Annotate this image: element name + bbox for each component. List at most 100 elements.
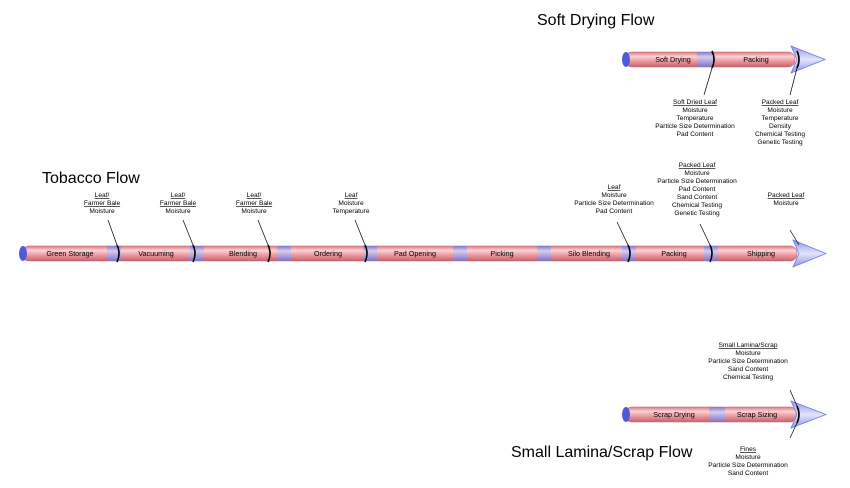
callout-line <box>789 229 800 246</box>
annotation-heading: Packed Leaf <box>768 192 805 199</box>
segment-divider <box>192 244 196 263</box>
annotation-heading: Leaf/ <box>247 192 262 199</box>
annotation-packed-leaf: Packed Leaf Moisture Temperature Density… <box>755 99 805 146</box>
segment-label: Packing <box>743 55 769 64</box>
scrap-flow-title: Small Lamina/Scrap Flow <box>511 444 693 461</box>
annotation-heading: Packed Leaf <box>762 99 799 106</box>
annotation-line: Genetic Testing <box>674 210 720 217</box>
annotation-line: Particle Size Determination <box>655 123 735 130</box>
segment-label: Green Storage <box>46 249 93 258</box>
soft-drying-pipe <box>622 45 827 74</box>
annotation-line: Moisture <box>684 170 710 177</box>
tobacco-pipe <box>19 239 828 268</box>
annotation-line: Chemical Testing <box>672 202 722 209</box>
scrap-pipe <box>622 400 828 429</box>
annotation-small-lamina-scrap: Small Lamina/Scrap Moisture Particle Siz… <box>708 342 788 381</box>
annotation-heading: Leaf <box>345 192 358 199</box>
annotation-leaf-farmer-bale: Leaf/ Farmer Bale Moisture <box>160 192 197 215</box>
annotation-heading: Leaf/ <box>171 192 186 199</box>
annotation-line: Moisture <box>338 200 364 207</box>
flow-arrowhead <box>790 400 828 429</box>
annotation-line: Moisture <box>735 350 761 357</box>
segment-divider <box>267 244 271 263</box>
annotation-leaf-farmer-bale: Leaf/ Farmer Bale Moisture <box>236 192 273 215</box>
annotation-line: Particle Size Determination <box>708 462 788 469</box>
tobacco-flow-title: Tobacco Flow <box>42 170 140 187</box>
callout-line <box>789 422 798 439</box>
callout-line <box>789 389 798 407</box>
segment-label: Silo Blending <box>568 249 610 258</box>
annotation-line: Farmer Bale <box>160 200 197 207</box>
segment-label: Vacuuming <box>138 249 173 258</box>
annotation-line: Particle Size Determination <box>574 200 654 207</box>
pipe-end-cap <box>19 246 27 261</box>
flow-arrowhead <box>792 239 828 268</box>
annotation-soft-dried-leaf: Soft Dried Leaf Moisture Temperature Par… <box>655 99 735 138</box>
annotation-line: Pad Content <box>679 186 716 193</box>
annotation-heading: Fines <box>740 446 757 453</box>
segment-label: Scrap Sizing <box>737 410 777 419</box>
segment-label: Scrap Drying <box>653 410 695 419</box>
annotation-line: Density <box>769 123 792 130</box>
annotation-line: Genetic Testing <box>757 139 803 146</box>
callout-line <box>107 219 118 246</box>
segment-label: Soft Drying <box>655 55 691 64</box>
segment-divider <box>796 405 800 424</box>
annotation-line: Moisture <box>767 107 793 114</box>
annotation-heading: Packed Leaf <box>679 162 716 169</box>
callout-line <box>703 67 713 96</box>
segment-divider <box>711 50 715 69</box>
annotation-line: Farmer Bale <box>84 200 121 207</box>
flow-arrowhead <box>790 45 827 74</box>
annotation-heading: Leaf/ <box>95 192 110 199</box>
callout-line <box>257 219 269 246</box>
annotation-line: Moisture <box>89 208 115 215</box>
segment-label: Ordering <box>314 249 342 258</box>
annotation-line: Pad Content <box>596 208 633 215</box>
segment-divider <box>796 50 800 69</box>
segment-divider <box>627 244 631 263</box>
annotation-line: Pad Content <box>677 131 714 138</box>
annotation-heading: Soft Dried Leaf <box>673 99 717 106</box>
annotation-line: Particle Size Determination <box>708 358 788 365</box>
segment-label: Pad Opening <box>394 249 436 258</box>
segment-label: Shipping <box>747 249 775 258</box>
annotation-line: Moisture <box>241 208 267 215</box>
annotation-leaf-farmer-bale: Leaf/ Farmer Bale Moisture <box>84 192 121 215</box>
annotation-line: Moisture <box>601 192 627 199</box>
callout-line <box>616 221 629 246</box>
callout-line <box>354 219 366 246</box>
annotation-line: Particle Size Determination <box>657 178 737 185</box>
soft-drying-flow-title: Soft Drying Flow <box>537 12 655 29</box>
annotation-leaf: Leaf Moisture Particle Size Determinatio… <box>574 184 654 215</box>
annotation-line: Chemical Testing <box>755 131 805 138</box>
pipe-end-cap <box>622 407 630 422</box>
annotation-line: Chemical Testing <box>723 374 773 381</box>
annotation-line: Sand Content <box>677 194 717 201</box>
annotation-packed-leaf: Packed Leaf Moisture Particle Size Deter… <box>657 162 737 217</box>
segment-label: Blending <box>229 249 257 258</box>
annotation-line: Moisture <box>735 454 761 461</box>
annotation-heading: Leaf <box>608 184 621 191</box>
annotation-line: Sand Content <box>728 366 768 373</box>
pipe-end-cap <box>622 52 630 67</box>
annotation-line: Moisture <box>682 107 708 114</box>
callout-line <box>182 219 194 246</box>
annotation-line: Moisture <box>773 200 799 207</box>
annotation-leaf: Leaf Moisture Temperature <box>332 192 369 215</box>
callout-line <box>789 67 798 96</box>
annotation-line: Farmer Bale <box>236 200 273 207</box>
segment-label: Packing <box>661 249 687 258</box>
callout-line <box>699 223 711 246</box>
annotation-line: Temperature <box>676 115 713 122</box>
annotation-heading: Small Lamina/Scrap <box>718 342 777 349</box>
segment-label: Picking <box>490 249 513 258</box>
annotation-line: Temperature <box>761 115 798 122</box>
segment-divider <box>709 244 713 263</box>
annotation-line: Moisture <box>165 208 191 215</box>
annotation-fines: Fines Moisture Particle Size Determinati… <box>708 446 788 477</box>
segment-divider <box>116 244 120 263</box>
annotation-line: Sand Content <box>728 470 768 477</box>
